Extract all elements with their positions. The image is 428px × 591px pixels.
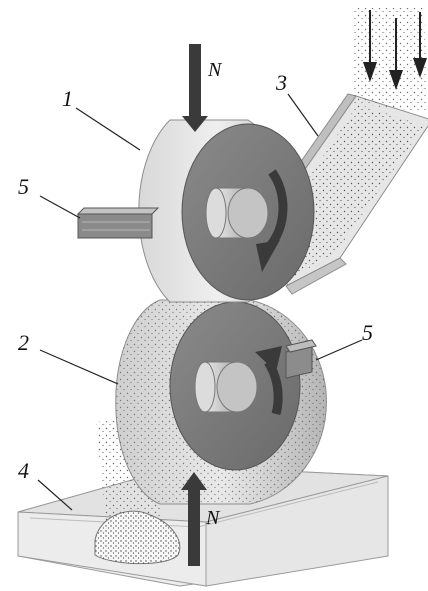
label-roll-bottom: 2 [18, 330, 29, 355]
powder-pile [94, 510, 181, 565]
incoming-powder [352, 8, 428, 112]
scraper-left [76, 207, 160, 239]
label-tray: 4 [18, 458, 29, 483]
label-roll-top: 1 [62, 86, 73, 111]
leader-lines [37, 93, 363, 511]
top-roll [138, 119, 315, 303]
force-label-top: N [208, 59, 222, 81]
rotation-arrow-icon [266, 169, 288, 249]
up-arrow-icon [181, 472, 207, 566]
scraper-right [285, 339, 317, 379]
label-scraper-right: 5 [362, 320, 373, 345]
down-arrow-icon [182, 44, 208, 132]
label-scraper-left: 5 [18, 174, 29, 199]
feed-arrow-icon [363, 10, 427, 90]
force-label-bottom: N [206, 507, 220, 529]
bottom-roll [115, 299, 327, 505]
label-chute: 3 [276, 70, 287, 95]
